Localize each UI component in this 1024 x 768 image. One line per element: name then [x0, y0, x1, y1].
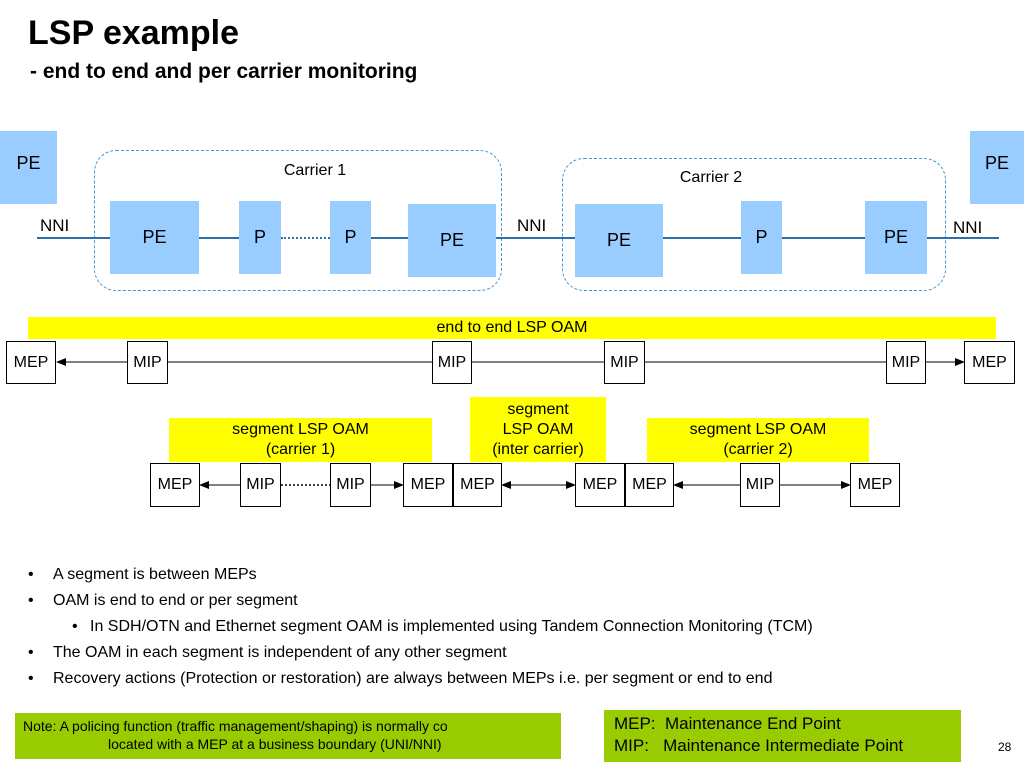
- segment-carrier-1-label: segment LSP OAM (carrier 1): [232, 421, 369, 458]
- e2e-mip-2: MIP: [432, 341, 472, 384]
- pe-left-outer: PE: [0, 131, 57, 204]
- legend-mip: MIP: Maintenance Intermediate Point: [614, 736, 904, 755]
- carrier-1-label: Carrier 1: [283, 162, 347, 179]
- page-number: 28: [998, 740, 1012, 754]
- link-c2-p-pe: [782, 237, 865, 239]
- link-nni-left: [37, 237, 110, 239]
- pe-right-outer: PE: [970, 131, 1024, 204]
- legend-mep: MEP: Maintenance End Point: [614, 714, 841, 733]
- carrier-2-pe-egress: PE: [865, 201, 927, 274]
- link-c2-pe-p: [663, 237, 741, 239]
- legend-box: MEP: Maintenance End Point MIP: Maintena…: [604, 710, 961, 762]
- bullet-item: •Recovery actions (Protection or restora…: [28, 670, 773, 687]
- carrier-1-boundary: [94, 150, 502, 291]
- carrier-1-p-first: P: [239, 201, 281, 274]
- segment-inter-carrier-banner: segment LSP OAM (inter carrier): [470, 397, 606, 462]
- carrier-2-p: P: [741, 201, 782, 274]
- nni-label-middle: NNI: [517, 216, 547, 235]
- link-nni-middle: [496, 237, 575, 239]
- link-c1-pe-p: [199, 237, 239, 239]
- note-box: Note: A policing function (traffic manag…: [15, 713, 561, 759]
- slide-subtitle: - end to end and per carrier monitoring: [30, 60, 418, 83]
- nni-label-left: NNI: [40, 216, 70, 235]
- bullet-item: •A segment is between MEPs: [28, 566, 257, 583]
- bullet-subitem: •In SDH/OTN and Ethernet segment OAM is …: [72, 618, 813, 635]
- carrier-2-boundary: [562, 158, 946, 291]
- seg1-mip-1: MIP: [240, 463, 281, 507]
- carrier-2-label: Carrier 2: [679, 169, 743, 186]
- segment-carrier-2-banner: segment LSP OAM (carrier 2): [647, 418, 869, 462]
- carrier-1-pe-ingress: PE: [110, 201, 199, 274]
- note-line-1: Note: A policing function (traffic manag…: [23, 718, 448, 734]
- bullet-item: •The OAM in each segment is independent …: [28, 644, 507, 661]
- e2e-mip-1: MIP: [127, 341, 168, 384]
- segment-inter-carrier-label: segment LSP OAM (inter carrier): [492, 400, 584, 458]
- e2e-mip-4: MIP: [886, 341, 926, 384]
- end-to-end-oam-banner: end to end LSP OAM: [28, 317, 996, 339]
- seg-inter-mep-right: MEP: [575, 463, 625, 507]
- seg1-mip-2: MIP: [330, 463, 371, 507]
- carrier-1-pe-egress: PE: [408, 204, 496, 277]
- link-nni-right: [927, 237, 999, 239]
- seg2-mep-right: MEP: [850, 463, 900, 507]
- bullet-list: •A segment is between MEPs •OAM is end t…: [28, 562, 813, 692]
- seg1-mep-right: MEP: [403, 463, 453, 507]
- seg2-mip: MIP: [740, 463, 780, 507]
- carrier-1-p-second: P: [330, 201, 371, 274]
- e2e-mip-3: MIP: [604, 341, 645, 384]
- seg2-mep-left: MEP: [625, 463, 674, 507]
- link-c1-p-p-dotted: [281, 237, 330, 239]
- nni-label-right: NNI: [953, 218, 983, 237]
- e2e-mep-left: MEP: [6, 341, 56, 384]
- seg1-mep-left: MEP: [150, 463, 200, 507]
- segment-carrier-2-label: segment LSP OAM (carrier 2): [689, 421, 827, 458]
- seg-inter-mep-left: MEP: [453, 463, 502, 507]
- carrier-2-pe-ingress: PE: [575, 204, 663, 277]
- link-c1-p-pe: [371, 237, 408, 239]
- bullet-item: •OAM is end to end or per segment: [28, 592, 298, 609]
- note-line-2: located with a MEP at a business boundar…: [108, 736, 442, 752]
- e2e-mep-right: MEP: [964, 341, 1015, 384]
- segment-carrier-1-banner: segment LSP OAM (carrier 1): [169, 418, 432, 462]
- slide-title: LSP example: [28, 14, 240, 52]
